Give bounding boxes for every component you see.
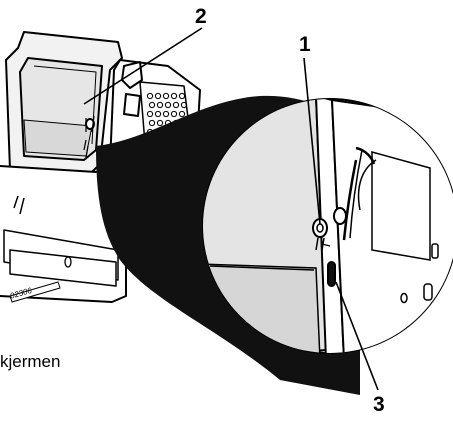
leader-lines bbox=[83, 27, 379, 391]
leader-1 bbox=[303, 57, 321, 225]
figure-code-plate bbox=[9, 281, 61, 303]
detail-circle bbox=[202, 98, 453, 354]
detail-hinge-boss bbox=[333, 207, 347, 225]
detail-floor-line bbox=[209, 265, 315, 271]
caption-text: kjermen bbox=[0, 352, 61, 371]
callout-2: 2 bbox=[195, 5, 207, 28]
detail-slot-2 bbox=[423, 283, 433, 301]
body-edge bbox=[13, 195, 25, 215]
latch bbox=[123, 93, 141, 117]
detail-spring bbox=[342, 146, 376, 241]
detail-hole bbox=[400, 292, 408, 304]
detail-housing-step bbox=[371, 151, 431, 261]
front-plate bbox=[9, 249, 117, 287]
handle-bracket bbox=[121, 61, 143, 89]
pan-bottom-shade bbox=[23, 119, 93, 157]
pan-edge-marks bbox=[83, 139, 89, 159]
detail-spring-2 bbox=[349, 149, 363, 239]
leader-3 bbox=[335, 281, 379, 391]
callout-1: 1 bbox=[299, 33, 311, 56]
detail-locking-slot bbox=[327, 261, 336, 287]
plate-screw bbox=[64, 256, 72, 268]
hinge-pin-shaft bbox=[85, 115, 95, 133]
detail-divider bbox=[314, 99, 346, 353]
callout-3: 3 bbox=[373, 393, 385, 416]
detail-slot bbox=[431, 243, 439, 259]
leader-2 bbox=[83, 27, 203, 105]
